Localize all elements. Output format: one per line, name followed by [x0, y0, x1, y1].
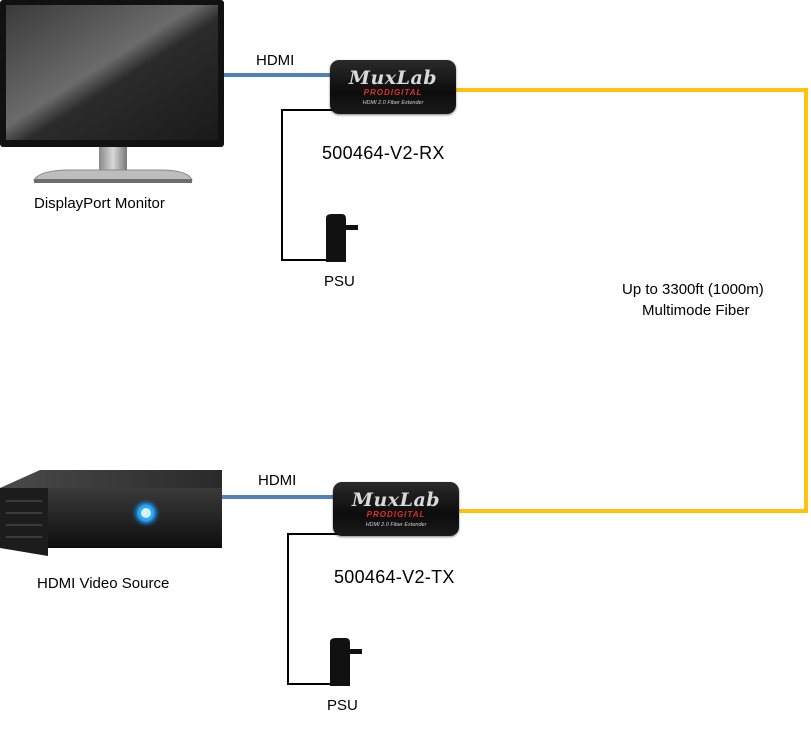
fiber-distance-label: Up to 3300ft (1000m) — [622, 281, 764, 298]
psu-bottom-icon — [330, 638, 362, 686]
fiber-cable — [456, 88, 808, 513]
video-source-icon — [0, 470, 222, 556]
power-cable-top — [281, 109, 342, 261]
power-cable-bottom — [287, 533, 346, 685]
monitor-icon — [0, 0, 224, 183]
receiver-description: HDMI 2.0 Fiber Extender — [362, 100, 424, 106]
monitor-label: DisplayPort Monitor — [34, 195, 165, 212]
fiber-type-label: Multimode Fiber — [642, 302, 750, 319]
transmitter-sub-brand: PRODIGITAL — [366, 510, 426, 519]
transmitter-device: MuxLab PRODIGITAL HDMI 2.0 Fiber Extende… — [333, 482, 459, 536]
transmitter-model: 500464-V2-TX — [334, 567, 455, 587]
source-label: HDMI Video Source — [37, 575, 170, 592]
receiver-brand: MuxLab — [348, 67, 438, 89]
hdmi-label-bottom: HDMI — [258, 472, 297, 489]
receiver-device: MuxLab PRODIGITAL HDMI 2.0 Fiber Extende… — [330, 60, 456, 114]
transmitter-brand: MuxLab — [351, 489, 441, 511]
transmitter-description: HDMI 2.0 Fiber Extender — [365, 522, 427, 528]
hdmi-label-top: HDMI — [256, 52, 295, 69]
receiver-model: 500464-V2-RX — [322, 143, 445, 163]
psu-top-icon — [326, 214, 358, 262]
receiver-sub-brand: PRODIGITAL — [363, 88, 423, 97]
psu-label-top: PSU — [324, 273, 355, 290]
psu-label-bottom: PSU — [327, 697, 358, 714]
